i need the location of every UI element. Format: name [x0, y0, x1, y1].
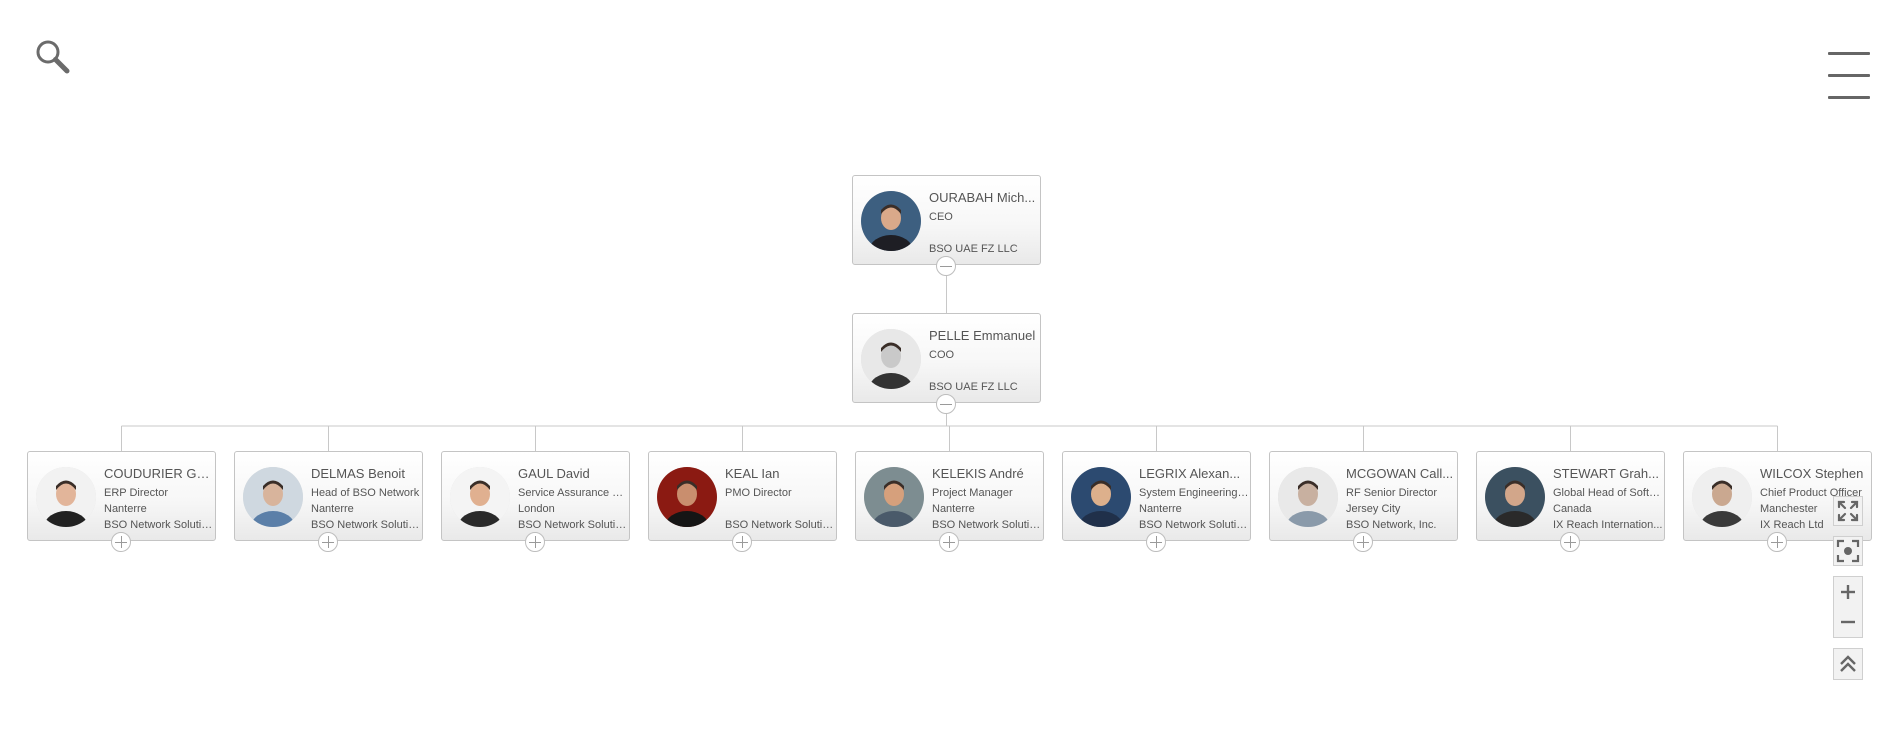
avatar	[1278, 467, 1338, 527]
search-button[interactable]	[34, 38, 74, 78]
node-company: BSO Network Solutio...	[725, 519, 835, 531]
node-company: BSO UAE FZ LLC	[929, 381, 1018, 393]
node-title: Global Head of Softw...	[1553, 487, 1663, 499]
expand-toggle[interactable]	[1767, 532, 1787, 552]
node-name: STEWART Grah...	[1553, 466, 1659, 481]
avatar	[1692, 467, 1752, 527]
expand-toggle[interactable]	[525, 532, 545, 552]
org-node-report[interactable]: STEWART Grah... Global Head of Softw... Ca…	[1476, 451, 1665, 552]
node-company: BSO Network Solutio...	[104, 519, 214, 531]
fit-to-screen-button[interactable]	[1833, 496, 1863, 526]
node-title: Head of BSO Network	[311, 487, 420, 499]
org-node-coo[interactable]: PELLE Emmanuel COO BSO UAE FZ LLC	[852, 313, 1041, 414]
expand-toggle[interactable]	[1560, 532, 1580, 552]
node-location: London	[518, 503, 555, 515]
avatar	[450, 467, 510, 527]
avatar	[864, 467, 924, 527]
collapse-toggle[interactable]	[936, 394, 956, 414]
collapse-toggle[interactable]	[936, 256, 956, 276]
node-name: COUDURIER Ga...	[104, 466, 214, 481]
node-location: Nanterre	[932, 503, 975, 515]
node-location: Jersey City	[1346, 503, 1401, 515]
node-company: BSO Network Solutio...	[518, 519, 628, 531]
avatar	[1071, 467, 1131, 527]
node-location: Nanterre	[1139, 503, 1182, 515]
node-name: PELLE Emmanuel	[929, 328, 1036, 343]
node-company: BSO Network Solutio...	[311, 519, 421, 531]
node-title: Service Assurance Di...	[518, 487, 628, 499]
node-name: MCGOWAN Call...	[1346, 466, 1454, 481]
node-name: KELEKIS André	[932, 466, 1024, 481]
node-title: RF Senior Director	[1346, 487, 1438, 499]
zoom-controls	[1833, 576, 1863, 638]
avatar	[861, 329, 921, 389]
node-name: WILCOX Stephen	[1760, 466, 1864, 481]
node-name: OURABAH Mich...	[929, 190, 1036, 205]
search-icon	[36, 40, 70, 74]
expand-toggle[interactable]	[1146, 532, 1166, 552]
expand-toggle[interactable]	[111, 532, 131, 552]
node-name: KEAL Ian	[725, 466, 780, 481]
expand-toggle[interactable]	[732, 532, 752, 552]
minus-icon	[1841, 620, 1855, 624]
expand-toggle[interactable]	[939, 532, 959, 552]
expand-toggle[interactable]	[1353, 532, 1373, 552]
expand-toggle[interactable]	[318, 532, 338, 552]
org-node-ceo[interactable]: OURABAH Mich... CEO BSO UAE FZ LLC	[852, 175, 1041, 276]
node-name: GAUL David	[518, 466, 590, 481]
avatar	[36, 467, 96, 527]
node-location: Nanterre	[311, 503, 354, 515]
node-company: BSO UAE FZ LLC	[929, 243, 1018, 255]
plus-icon	[1841, 585, 1855, 599]
zoom-in-button[interactable]	[1834, 577, 1862, 607]
avatar	[1485, 467, 1545, 527]
hamburger-menu-icon	[1828, 52, 1870, 55]
center-focus-icon	[1836, 539, 1860, 563]
avatar	[861, 191, 921, 251]
node-name: DELMAS Benoit	[311, 466, 405, 481]
node-title: CEO	[929, 211, 953, 223]
org-node-report[interactable]: LEGRIX Alexan... System Engineering ... Na…	[1062, 451, 1251, 552]
node-location: Canada	[1553, 503, 1592, 515]
menu-button[interactable]	[1828, 50, 1872, 102]
node-location: Nanterre	[104, 503, 147, 515]
node-title: ERP Director	[104, 487, 168, 499]
node-title: System Engineering ...	[1139, 487, 1249, 499]
node-title: Project Manager	[932, 487, 1013, 499]
node-company: BSO Network, Inc.	[1346, 519, 1437, 531]
avatar	[657, 467, 717, 527]
node-company: BSO Network Solutio...	[1139, 519, 1249, 531]
zoom-out-button[interactable]	[1834, 607, 1862, 637]
node-title: COO	[929, 349, 955, 361]
node-title: PMO Director	[725, 487, 792, 499]
node-name: LEGRIX Alexan...	[1139, 466, 1241, 481]
fit-to-screen-icon	[1837, 500, 1859, 522]
double-chevron-up-icon	[1840, 655, 1856, 672]
avatar	[243, 467, 303, 527]
go-to-top-button[interactable]	[1833, 648, 1863, 680]
center-focus-button[interactable]	[1833, 536, 1863, 566]
node-company: IX Reach Internation...	[1553, 519, 1663, 531]
node-company: BSO Network Solutio...	[932, 519, 1042, 531]
